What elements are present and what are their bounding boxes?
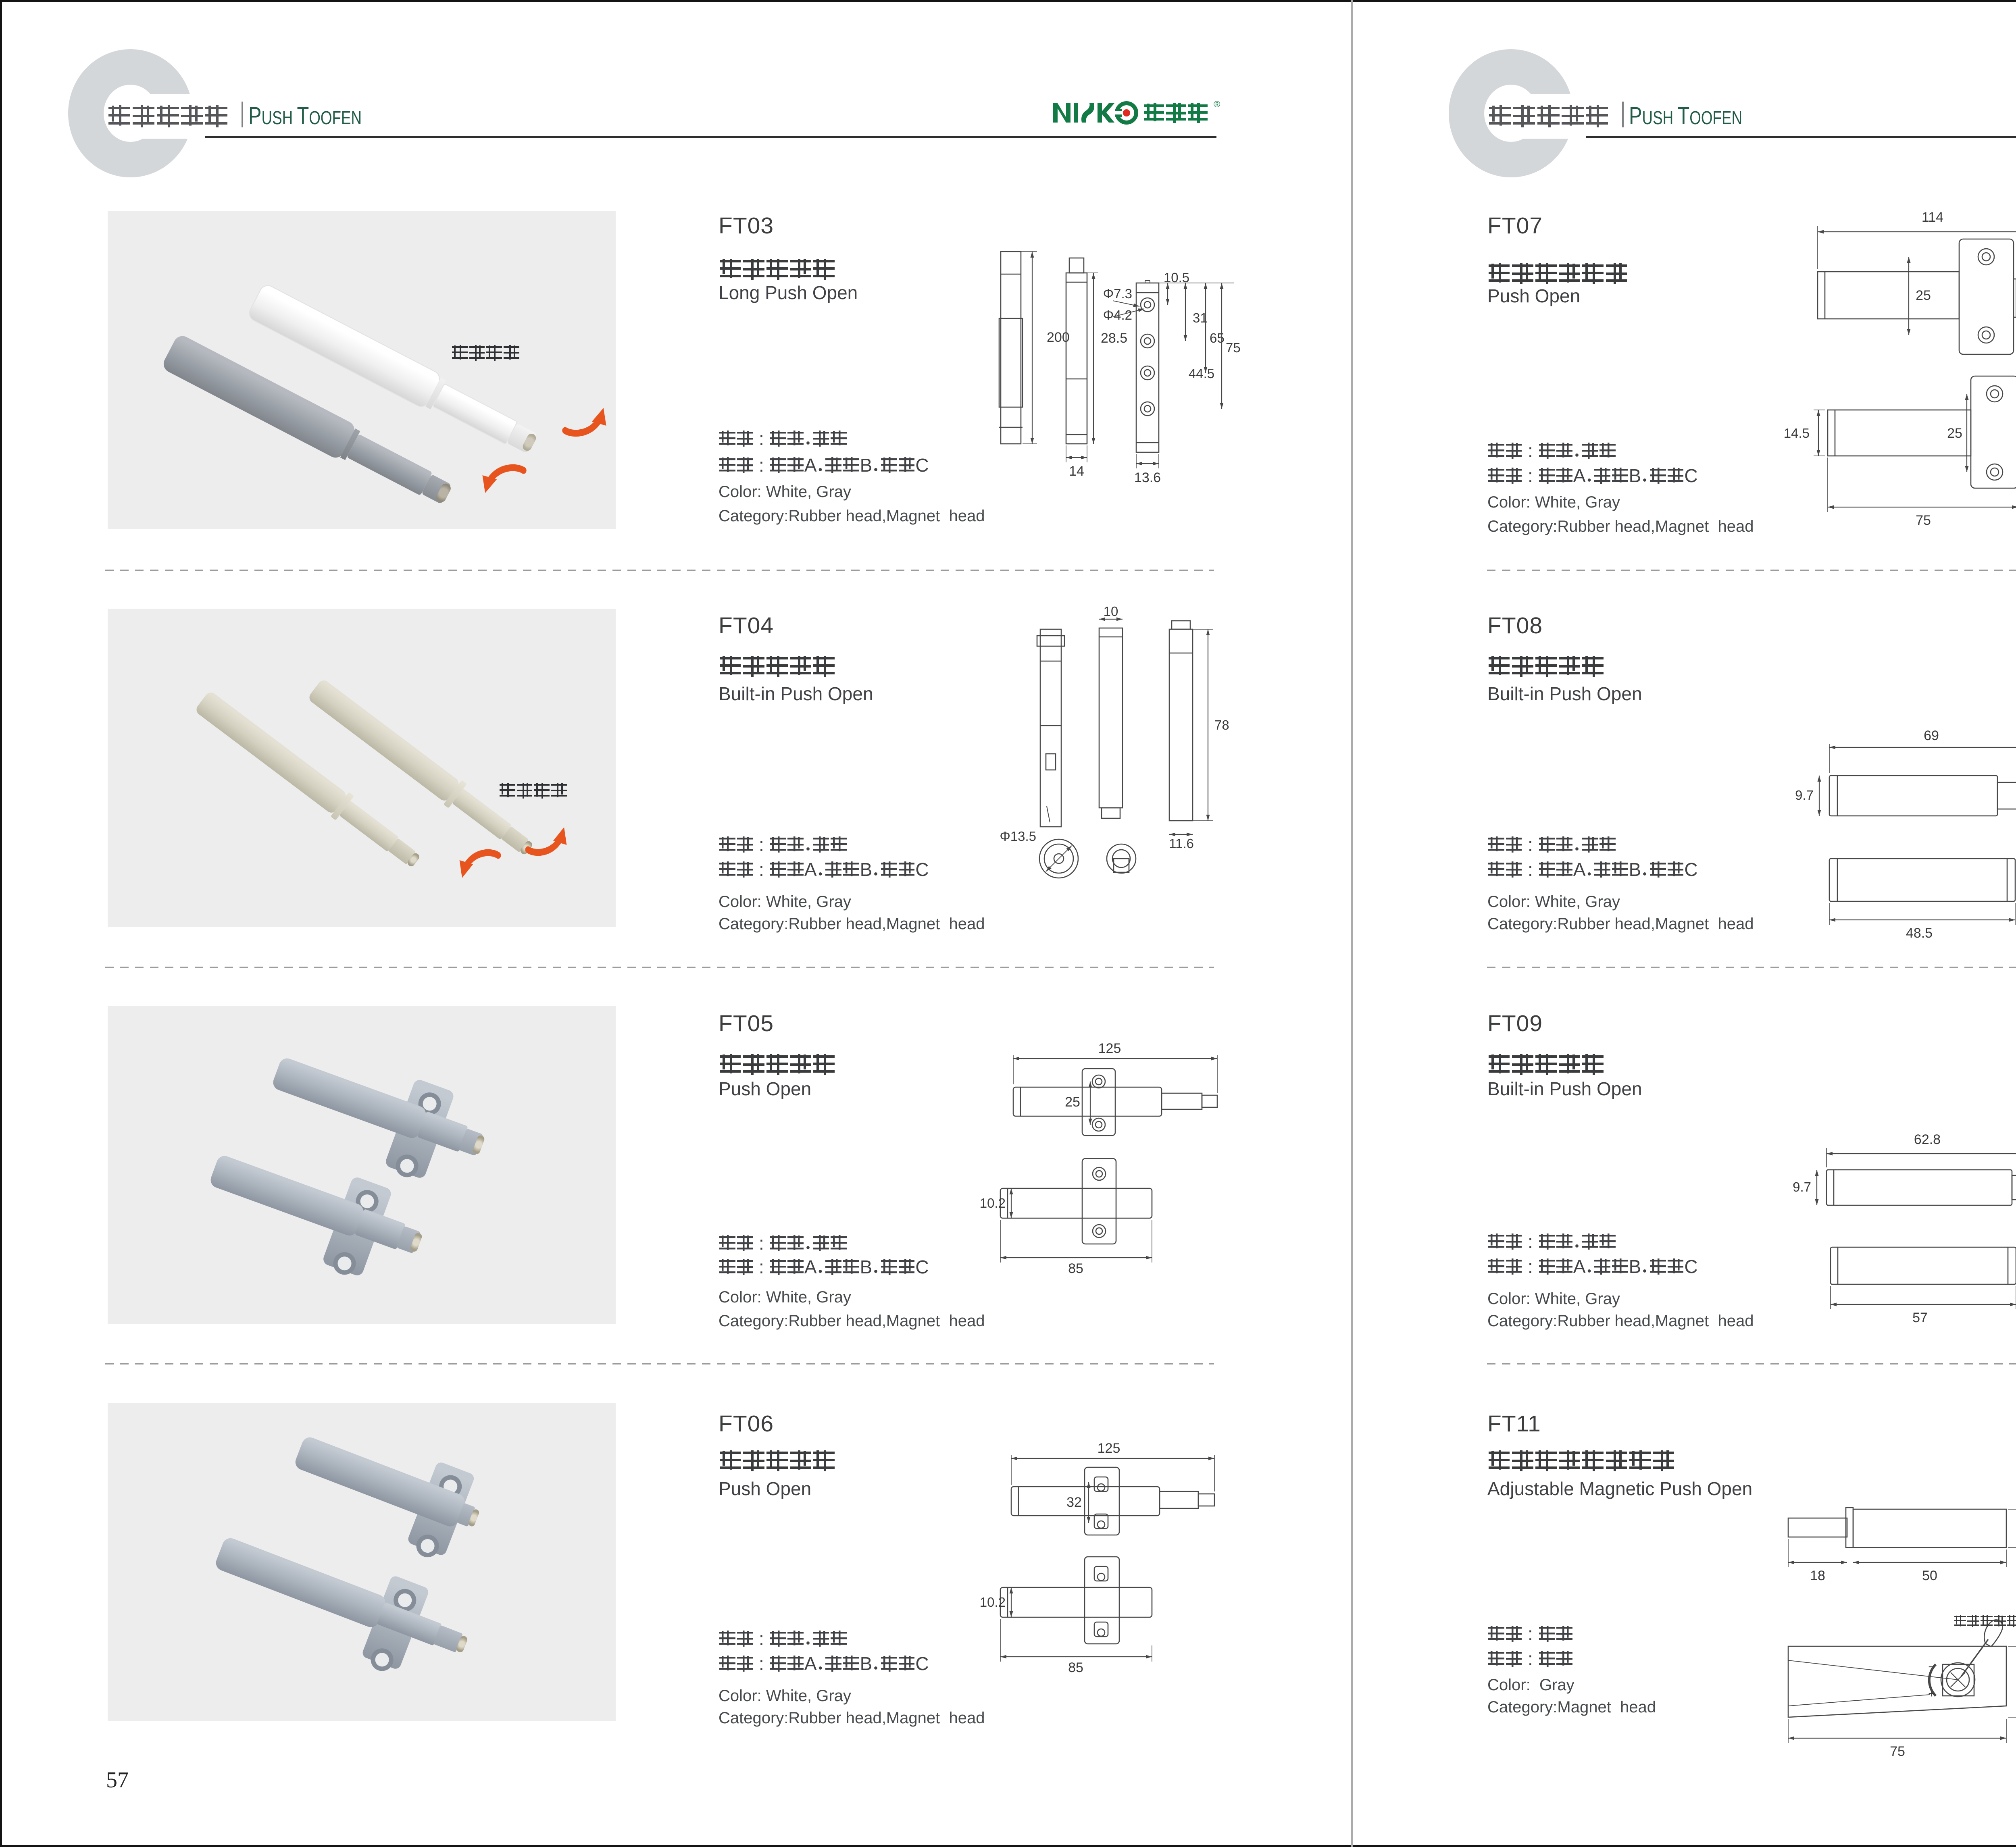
- svg-text:125: 125: [1098, 1041, 1121, 1056]
- svg-text:14.5: 14.5: [1784, 426, 1810, 441]
- svg-text:10.5: 10.5: [1164, 270, 1189, 285]
- svg-text:78: 78: [1214, 718, 1229, 732]
- svg-text:31: 31: [1193, 310, 1208, 325]
- svg-text:25: 25: [1065, 1094, 1080, 1110]
- svg-text:−: −: [1928, 1660, 1935, 1674]
- svg-text:75: 75: [1890, 1744, 1905, 1759]
- svg-text:32: 32: [1066, 1495, 1082, 1510]
- svg-text:69: 69: [1924, 728, 1939, 743]
- svg-text:50: 50: [1922, 1568, 1937, 1583]
- svg-text:Φ7.3: Φ7.3: [1103, 286, 1132, 301]
- svg-text:125: 125: [1098, 1441, 1120, 1456]
- svg-text:14: 14: [1069, 464, 1084, 479]
- svg-text:9.7: 9.7: [1793, 1179, 1811, 1194]
- svg-text:18: 18: [1810, 1568, 1825, 1583]
- svg-text:+: +: [1928, 1687, 1935, 1700]
- svg-text:25: 25: [1947, 426, 1962, 441]
- svg-text:75: 75: [1916, 513, 1931, 528]
- svg-text:48.5: 48.5: [1906, 926, 1933, 941]
- svg-text:10.2: 10.2: [980, 1595, 1006, 1610]
- svg-text:28.5: 28.5: [1101, 331, 1127, 346]
- svg-text:11.6: 11.6: [1169, 836, 1194, 851]
- svg-text:114: 114: [1922, 210, 1943, 225]
- svg-text:44.5: 44.5: [1189, 366, 1214, 381]
- svg-text:10.2: 10.2: [980, 1196, 1006, 1211]
- svg-text:85: 85: [1068, 1660, 1083, 1675]
- svg-text:25: 25: [1916, 288, 1931, 303]
- svg-text:9.7: 9.7: [1795, 788, 1814, 803]
- svg-text:75: 75: [1226, 340, 1241, 355]
- svg-text:65: 65: [1210, 331, 1225, 345]
- svg-text:62.8: 62.8: [1914, 1132, 1941, 1147]
- svg-text:Φ4.2: Φ4.2: [1103, 308, 1132, 322]
- svg-text:85: 85: [1068, 1261, 1083, 1276]
- svg-text:57: 57: [1912, 1310, 1928, 1325]
- svg-text:13.6: 13.6: [1134, 470, 1161, 485]
- svg-text:10: 10: [1104, 604, 1118, 619]
- svg-text:Φ13.5: Φ13.5: [1000, 829, 1036, 844]
